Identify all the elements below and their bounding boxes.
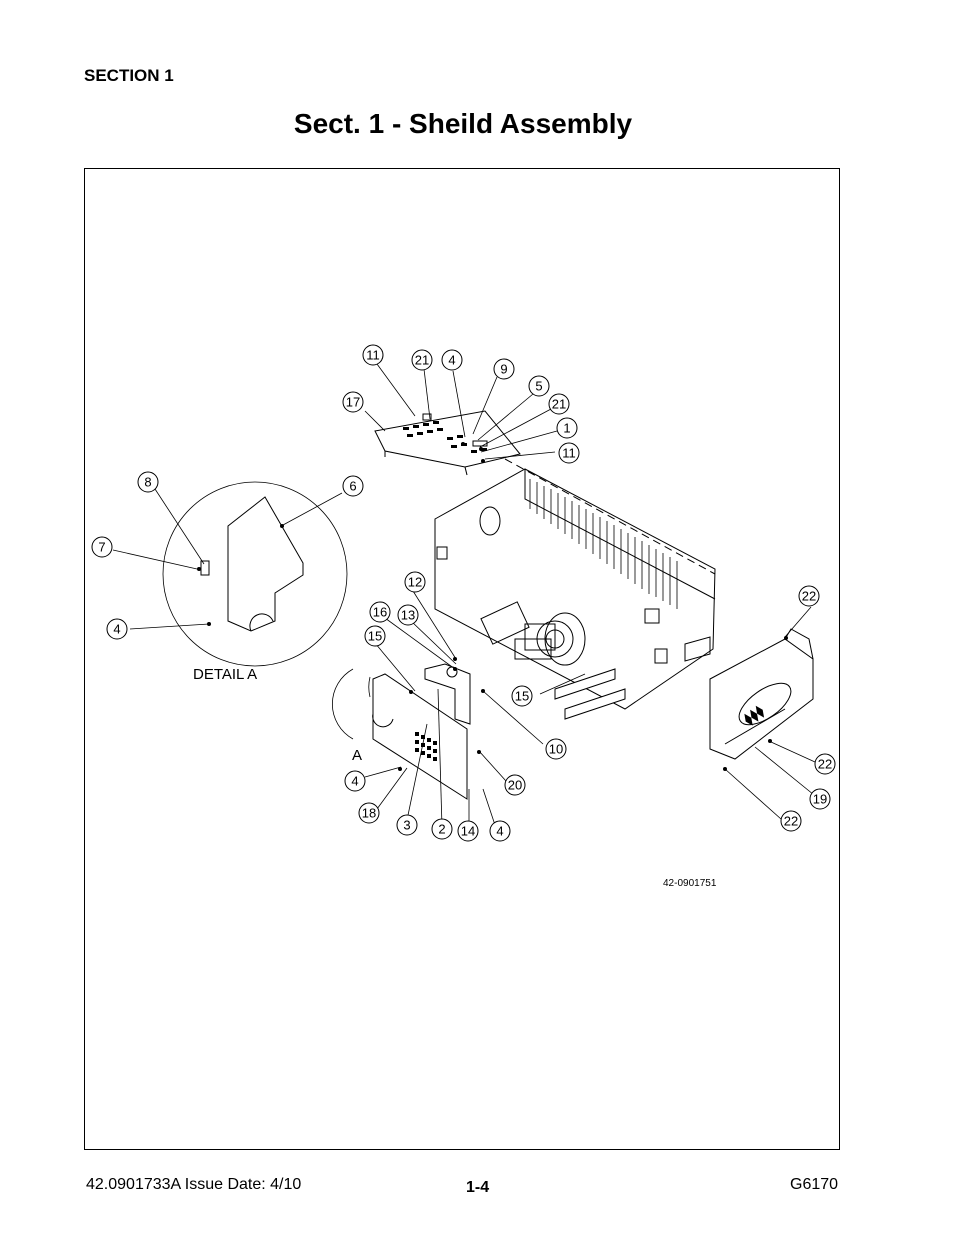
callout-label: 2 <box>438 822 445 837</box>
front-shield-part <box>372 673 468 800</box>
callout-label: 9 <box>500 362 507 377</box>
footer-page-number: 1-4 <box>466 1179 490 1196</box>
diagram-frame: ⧫⧫⧫ <box>84 168 840 1150</box>
callout-label: 4 <box>351 774 358 789</box>
callout-label: 21 <box>415 353 429 368</box>
callout-label: 15 <box>515 689 529 704</box>
callout-label: 19 <box>813 792 827 807</box>
callout-label: 8 <box>144 475 151 490</box>
callout-label: 22 <box>784 814 798 829</box>
detail-a-circle <box>162 481 348 667</box>
rotor-shield-part: ⧫⧫⧫ <box>709 628 814 760</box>
detail-a-label: DETAIL A <box>193 666 257 683</box>
callout-label: 20 <box>508 778 522 793</box>
footer-doc-info: 42.0901733A Issue Date: 4/10 <box>86 1176 302 1193</box>
top-shield-part <box>374 410 521 476</box>
callout-label: 17 <box>346 395 360 410</box>
callout-label: 11 <box>562 446 576 461</box>
detail-a-ref: A <box>352 747 362 764</box>
callout-label: 21 <box>552 397 566 412</box>
callout-label: 7 <box>98 540 105 555</box>
callout-label: 4 <box>496 824 503 839</box>
section-label: SECTION 1 <box>84 66 174 85</box>
callout-label: 22 <box>802 589 816 604</box>
main-frame-part <box>434 458 716 720</box>
page-title: Sect. 1 - Sheild Assembly <box>293 108 633 139</box>
exploded-parts-diagram: ⧫⧫⧫ <box>91 344 836 889</box>
gearbox-part <box>524 612 586 666</box>
callout-label: 22 <box>818 757 832 772</box>
callout-label: 14 <box>461 824 475 839</box>
callout-label: 10 <box>549 742 563 757</box>
callout-label: 18 <box>362 806 376 821</box>
callout-label: 6 <box>349 479 356 494</box>
drawing-number: 42-0901751 <box>663 878 717 889</box>
callout-label: 12 <box>408 575 422 590</box>
callout-label: 3 <box>403 818 410 833</box>
detail-a-bracket <box>200 496 304 632</box>
footer-model: G6170 <box>790 1176 839 1193</box>
callout-label: 16 <box>373 605 387 620</box>
callout-label: 11 <box>366 348 380 363</box>
callout-label: 1 <box>563 421 570 436</box>
callout-label: 4 <box>113 622 120 637</box>
callout-label: 15 <box>368 629 382 644</box>
callout-label: 5 <box>535 379 542 394</box>
callout-label: 13 <box>401 608 415 623</box>
callout-label: 4 <box>448 353 455 368</box>
